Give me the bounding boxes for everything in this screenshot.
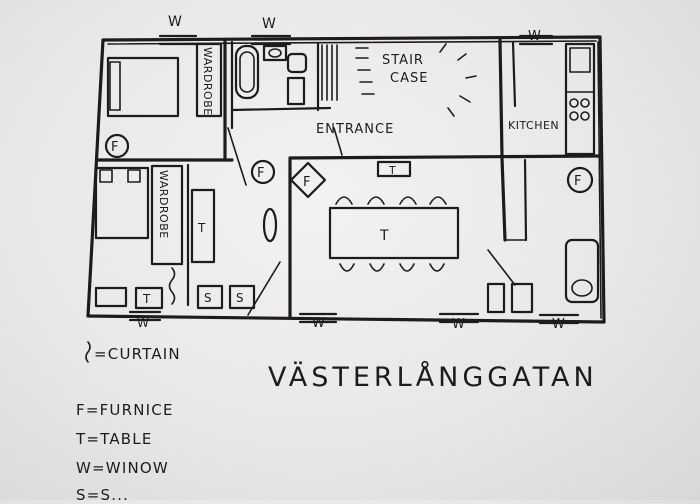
furnace-label-3: F: [303, 175, 310, 190]
bed: [106, 56, 180, 118]
legend-sink: S=S...: [76, 486, 129, 500]
legend-table: T=TABLE: [75, 430, 153, 448]
stove-round: [262, 207, 278, 243]
legend-furnace: F=FURNICE: [76, 401, 174, 419]
bottom-left-bedroom: WARDROBE T: [94, 164, 184, 310]
stove-burner-2: [580, 98, 590, 108]
staircase-label-1: STAIR: [382, 53, 424, 68]
kitchen-counter: [564, 42, 596, 156]
furnace-label-kitchen: F: [574, 174, 581, 189]
furnace-label-1: F: [111, 140, 118, 155]
dining-table: [328, 206, 460, 260]
living-dining: F T T: [289, 160, 534, 314]
wardrobe-top-label: WARDROBE: [201, 47, 214, 116]
window-label-6: W: [452, 317, 465, 332]
sink-2: [228, 284, 256, 310]
bed-2: [94, 166, 150, 240]
window-label-4: W: [137, 316, 149, 330]
sink-label-1: S: [204, 291, 212, 305]
furnace-circle-1: [104, 133, 130, 159]
furnace-circle-kitchen: [566, 166, 594, 194]
chairs-bottom: [339, 263, 445, 272]
tall-table: [190, 188, 216, 264]
living-cabinet: [486, 282, 506, 314]
wardrobe-bottom-label: WARDROBE: [157, 170, 170, 239]
table-label-bedside: T: [142, 292, 151, 306]
furnace-diamond: [289, 161, 327, 199]
sink-1: [196, 284, 224, 310]
kitchen-appliance: [564, 238, 600, 304]
sink-bath: [262, 44, 288, 62]
wardrobe-bottom: [150, 164, 184, 266]
window-label-3: W: [528, 29, 541, 44]
legend-window: W=WINOW: [76, 459, 169, 477]
curtain: [168, 267, 176, 305]
table-label-middle: T: [197, 221, 206, 235]
kitchen: KITCHEN F: [508, 42, 600, 304]
street-name: VÄSTERLÅNGGATAN: [268, 361, 598, 393]
legend: =CURTAIN F=FURNICE T=TABLE W=WINOW S=S..…: [75, 341, 181, 504]
shower: [286, 76, 306, 106]
furnace-label-2: F: [257, 166, 264, 181]
pillow: [109, 61, 121, 111]
kitchen-label: KITCHEN: [508, 119, 559, 132]
sink-kitchen: [569, 47, 591, 73]
stove-burner-1: [569, 98, 579, 108]
interior-walls: [96, 38, 602, 320]
bathtub: [234, 44, 260, 100]
wardrobe-top: [195, 42, 223, 118]
bathroom: [234, 44, 338, 106]
curtain-symbol: [85, 341, 91, 363]
window-label-2: W: [262, 16, 276, 32]
bedside-table: [134, 286, 164, 310]
window-label-1: W: [168, 14, 182, 30]
desk: [94, 286, 128, 308]
staircase-area: STAIR CASE ENTRANCE: [316, 43, 477, 137]
top-left-bedroom: F WARDROBE: [104, 42, 223, 159]
furnace-circle-2: [250, 159, 276, 185]
entrance-label: ENTRANCE: [316, 122, 394, 137]
window-label-7: W: [552, 317, 565, 332]
window-label-5: W: [312, 316, 325, 331]
chairs-top: [335, 196, 447, 205]
stove-burner-3: [569, 111, 579, 121]
sink-label-2: S: [236, 291, 244, 305]
middle-room: T S S F: [190, 159, 278, 310]
small-table: [376, 160, 412, 178]
toilet: [286, 52, 308, 74]
stove-burner-4: [580, 111, 590, 121]
table-label-dining: T: [379, 228, 389, 244]
table-label-small: T: [388, 164, 396, 177]
legend-curtain: =CURTAIN: [94, 345, 181, 363]
windows: W W W W W W W: [128, 14, 580, 332]
living-cabinet-2: [510, 282, 534, 314]
staircase-label-2: CASE: [390, 71, 428, 86]
